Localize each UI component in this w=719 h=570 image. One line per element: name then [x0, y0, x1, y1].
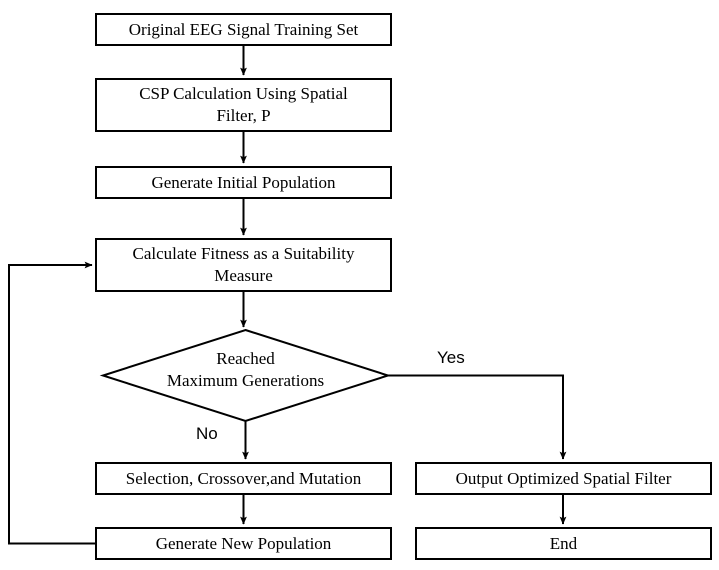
node-label: Generate Initial Population — [151, 172, 336, 192]
node-original-eeg-signal-training-set[interactable]: Original EEG Signal Training Set — [95, 13, 392, 46]
node-label: Output Optimized Spatial Filter — [455, 468, 672, 488]
node-generate-new-population[interactable]: Generate New Population — [95, 527, 392, 560]
node-csp-calculation[interactable]: CSP Calculation Using Spatial Filter, P — [95, 78, 392, 132]
edge-label-no: No — [196, 424, 218, 443]
node-label: End — [549, 533, 578, 553]
node-label: Selection, Crossover,and Mutation — [125, 468, 362, 488]
node-calculate-fitness[interactable]: Calculate Fitness as a Suitability Measu… — [95, 238, 392, 292]
connector-decision-yes-to-output — [388, 374, 567, 460]
node-label: Calculate Fitness as a Suitability Measu… — [132, 244, 355, 285]
node-generate-initial-population[interactable]: Generate Initial Population — [95, 166, 392, 199]
node-label: Original EEG Signal Training Set — [128, 19, 359, 39]
node-reached-maximum-generations-label: Reached Maximum Generations — [166, 349, 325, 391]
connector-feedback-loop — [8, 261, 95, 545]
node-output-optimized-spatial-filter[interactable]: Output Optimized Spatial Filter — [415, 462, 712, 495]
node-end[interactable]: End — [415, 527, 712, 560]
node-label: CSP Calculation Using Spatial Filter, P — [139, 84, 348, 125]
node-selection-crossover-mutation[interactable]: Selection, Crossover,and Mutation — [95, 462, 392, 495]
node-label: Generate New Population — [155, 533, 332, 553]
edge-label-yes: Yes — [437, 348, 465, 367]
